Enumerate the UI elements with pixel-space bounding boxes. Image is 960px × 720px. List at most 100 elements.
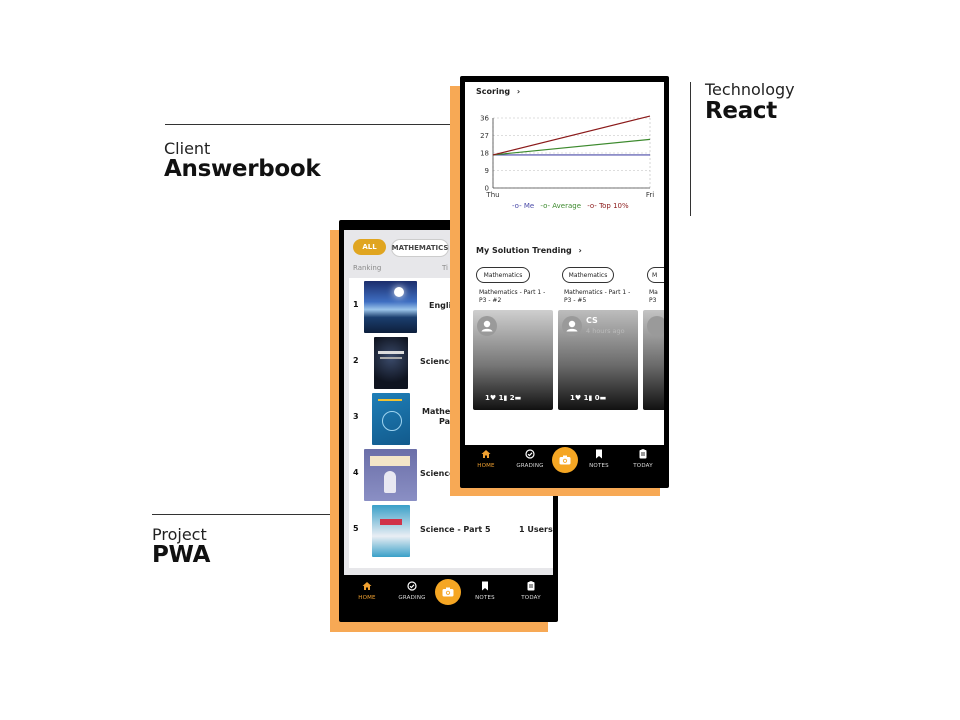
technology-divider	[690, 82, 691, 216]
likes-count: 1	[570, 394, 575, 402]
solution-name: Mathematics - Part 1 - P3 - #2	[479, 289, 545, 305]
legend-me: -o- Me	[512, 202, 535, 210]
solution-name: Ma P3	[649, 289, 658, 305]
trending-title[interactable]: My Solution Trending ›	[476, 246, 582, 255]
x-tick-label: Fri	[646, 191, 654, 199]
y-tick-label: 36	[480, 115, 489, 123]
saves-count: 1	[583, 394, 589, 402]
table-row[interactable]: 4 Science	[349, 446, 553, 502]
camera-icon	[442, 587, 454, 597]
client-divider	[165, 124, 457, 125]
chart-legend: -o- Me -o- Average -o- Top 10%	[512, 202, 629, 210]
row-users: 1 Users	[519, 525, 553, 534]
nav-grading[interactable]: GRADING	[510, 449, 550, 469]
check-circle-icon	[525, 449, 535, 459]
nav-notes-label: NOTES	[589, 463, 609, 469]
avatar	[647, 316, 664, 336]
nav-home[interactable]: HOME	[347, 581, 387, 601]
filter-mathematics-chip[interactable]: MATHEMATICS	[391, 239, 449, 257]
table-row[interactable]: 5 Science - Part 5 1 Users	[349, 502, 553, 558]
solution-name-line1: Ma	[649, 289, 658, 296]
heart-icon: ♥	[574, 394, 582, 402]
subject-chip[interactable]: Mathematics	[476, 267, 530, 283]
bottom-nav: HOME GRADING NOTES TODAY	[344, 575, 553, 615]
nav-today[interactable]: TODAY	[511, 581, 551, 601]
bookmark-icon	[482, 581, 488, 591]
nav-grading[interactable]: GRADING	[392, 581, 432, 601]
avatar	[477, 316, 497, 336]
bookmark-icon: ▮	[503, 394, 508, 402]
camera-icon	[559, 455, 571, 465]
solution-name: Mathematics - Part 1 - P3 - #5	[564, 289, 630, 305]
y-tick-label: 9	[485, 167, 489, 175]
chevron-right-icon: ›	[578, 246, 582, 255]
clipboard-icon	[527, 581, 535, 591]
technology-label: Technology	[705, 80, 795, 99]
nav-home-label: HOME	[477, 463, 495, 469]
subject-chip[interactable]: Mathematics	[562, 267, 614, 283]
x-tick-label: Thu	[485, 191, 499, 199]
project-label: Project	[152, 525, 207, 544]
solution-name-line2: P3	[649, 297, 657, 304]
nav-home[interactable]: HOME	[466, 449, 506, 469]
solution-name-line1: Mathematics - Part 1 -	[479, 289, 546, 296]
table-row[interactable]: 1 Englis	[349, 278, 553, 334]
filter-all-chip[interactable]: ALL	[353, 239, 386, 255]
bookmark-icon	[596, 449, 602, 459]
nav-notes[interactable]: NOTES	[579, 449, 619, 469]
nav-today[interactable]: TODAY	[623, 449, 663, 469]
rank-number: 3	[353, 412, 359, 421]
scoring-title-text: Scoring	[476, 87, 511, 96]
camera-button[interactable]	[435, 579, 461, 605]
scoring-title[interactable]: Scoring ›	[476, 87, 520, 96]
book-cover-image	[372, 505, 410, 557]
row-title: Science	[420, 357, 455, 366]
saves-count: 1	[498, 394, 504, 402]
home-icon	[481, 450, 491, 458]
nav-grading-label: GRADING	[516, 463, 544, 469]
legend-me-label: Me	[523, 202, 535, 210]
book-cover-image	[372, 393, 410, 445]
home-icon	[362, 582, 372, 590]
ranking-screen: ALL MATHEMATICS Ranking Ti 1 Englis 2 Sc…	[344, 230, 553, 575]
table-row[interactable]: 2 Science	[349, 334, 553, 390]
project-divider	[152, 514, 330, 515]
solution-card[interactable]	[643, 310, 664, 410]
table-row[interactable]: 3 Mathem Par	[349, 390, 553, 446]
technology-value: React	[705, 98, 777, 124]
column-title: Ti	[442, 264, 449, 272]
solution-name-line1: Mathematics - Part 1 -	[564, 289, 631, 296]
camera-button[interactable]	[552, 447, 578, 473]
nav-home-label: HOME	[358, 595, 376, 601]
nav-notes[interactable]: NOTES	[465, 581, 505, 601]
row-title: Science - Part 5	[420, 525, 491, 534]
comments-count: 2	[509, 394, 515, 402]
client-value: Answerbook	[164, 156, 321, 182]
solution-card[interactable]: 1♥ 1▮ 2▬	[473, 310, 553, 410]
project-value: PWA	[152, 542, 211, 568]
solution-name-line2: P3 - #2	[479, 297, 502, 304]
heart-icon: ♥	[489, 394, 497, 402]
row-title: Mathem	[422, 407, 459, 416]
card-stats: 1♥ 1▮ 0▬	[570, 394, 606, 402]
comment-icon: ▬	[514, 394, 522, 402]
trending-title-text: My Solution Trending	[476, 246, 572, 255]
rank-number: 1	[353, 300, 359, 309]
likes-count: 1	[485, 394, 490, 402]
nav-grading-label: GRADING	[398, 595, 426, 601]
nav-today-label: TODAY	[521, 595, 541, 601]
card-timestamp: 4 hours ago	[586, 327, 625, 335]
row-title: Englis	[429, 301, 457, 310]
y-tick-label: 27	[480, 132, 489, 140]
subject-chip[interactable]: M	[647, 267, 664, 283]
avatar	[562, 316, 582, 336]
legend-top10-label: Top 10%	[599, 202, 629, 210]
solution-card[interactable]: CS 4 hours ago 1♥ 1▮ 0▬	[558, 310, 638, 410]
nav-notes-label: NOTES	[475, 595, 495, 601]
chevron-right-icon: ›	[516, 87, 521, 96]
series-line	[492, 138, 651, 156]
series-line	[492, 115, 651, 156]
